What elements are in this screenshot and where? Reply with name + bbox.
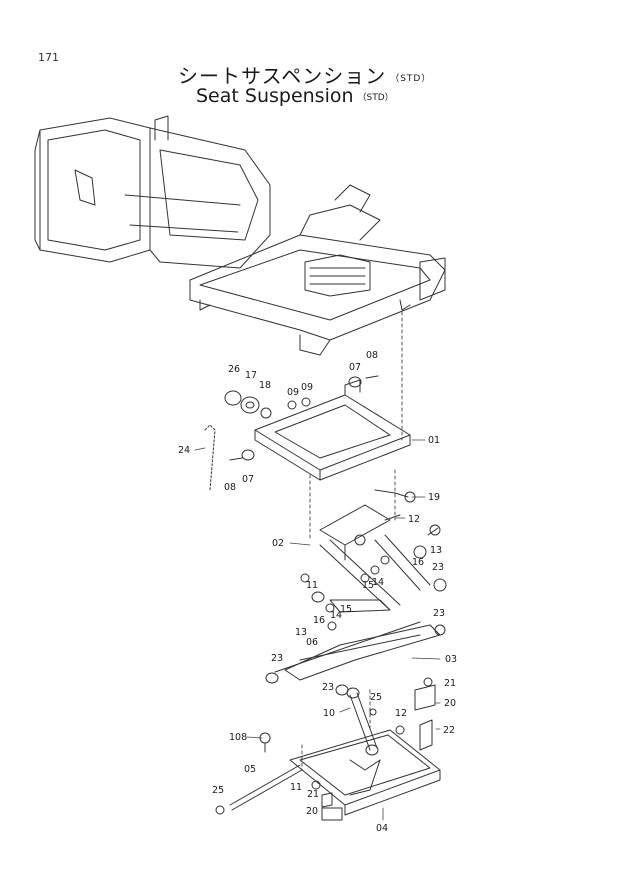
callout-16: 16 bbox=[412, 557, 424, 568]
title-japanese: シートサスペンション（STD） bbox=[178, 60, 431, 89]
callout-18: 18 bbox=[259, 380, 271, 391]
callout-11: 11 bbox=[290, 782, 302, 793]
seat-assembly-illustration bbox=[34, 115, 446, 356]
title-en-suffix: （STD） bbox=[357, 93, 394, 103]
callout-26: 26 bbox=[228, 364, 240, 375]
callout-25: 25 bbox=[212, 785, 224, 796]
callout-21: 21 bbox=[307, 789, 319, 800]
callout-14: 14 bbox=[372, 577, 384, 588]
callout-13: 13 bbox=[295, 627, 307, 638]
callout-03: 03 bbox=[445, 654, 457, 665]
callout-09: 09 bbox=[301, 382, 313, 393]
callout-23: 23 bbox=[322, 682, 334, 693]
title-jp-text: シートサスペンション bbox=[178, 64, 387, 88]
callout-13: 13 bbox=[430, 545, 442, 556]
callout-23: 23 bbox=[433, 608, 445, 619]
callout-04: 04 bbox=[376, 823, 388, 834]
title-english: Seat Suspension（STD） bbox=[196, 85, 394, 107]
callout-09: 09 bbox=[287, 387, 299, 398]
callout-20: 20 bbox=[306, 806, 318, 817]
callout-24: 24 bbox=[178, 445, 190, 456]
page-number: 171 bbox=[38, 51, 59, 64]
callout-01: 01 bbox=[428, 435, 440, 446]
callout-05: 05 bbox=[244, 764, 256, 775]
leader-lines bbox=[194, 439, 441, 821]
callout-07: 07 bbox=[242, 474, 254, 485]
callout-25: 25 bbox=[370, 692, 382, 703]
callout-02: 02 bbox=[272, 538, 284, 549]
callout-08: 08 bbox=[366, 350, 378, 361]
scissor-mechanism bbox=[265, 504, 447, 696]
callout-19: 19 bbox=[428, 492, 440, 503]
callout-108: 108 bbox=[229, 732, 247, 743]
callout-17: 17 bbox=[245, 370, 257, 381]
callout-14: 14 bbox=[330, 610, 342, 621]
title-jp-suffix: （STD） bbox=[390, 74, 432, 84]
callout-21: 21 bbox=[444, 678, 456, 689]
callout-20: 20 bbox=[444, 698, 456, 709]
callout-11: 11 bbox=[306, 580, 318, 591]
title-en-text: Seat Suspension bbox=[196, 85, 354, 107]
frame-small-parts bbox=[204, 375, 416, 503]
callout-16: 16 bbox=[313, 615, 325, 626]
callout-15: 15 bbox=[340, 604, 352, 615]
top-frame-part bbox=[254, 379, 411, 481]
callout-23: 23 bbox=[432, 562, 444, 573]
callout-12: 12 bbox=[408, 514, 420, 525]
callout-15: 15 bbox=[362, 580, 374, 591]
callout-23: 23 bbox=[271, 653, 283, 664]
base-and-lower-parts bbox=[215, 677, 441, 821]
part-callouts: 26 17 18 09 09 07 08 01 24 08 07 19 12 0… bbox=[178, 350, 457, 834]
callout-08: 08 bbox=[224, 482, 236, 493]
callout-07: 07 bbox=[349, 362, 361, 373]
callout-10: 10 bbox=[323, 708, 335, 719]
callout-22: 22 bbox=[443, 725, 455, 736]
callout-12: 12 bbox=[395, 708, 407, 719]
callout-06: 06 bbox=[306, 637, 318, 648]
reference-lines bbox=[301, 311, 403, 771]
